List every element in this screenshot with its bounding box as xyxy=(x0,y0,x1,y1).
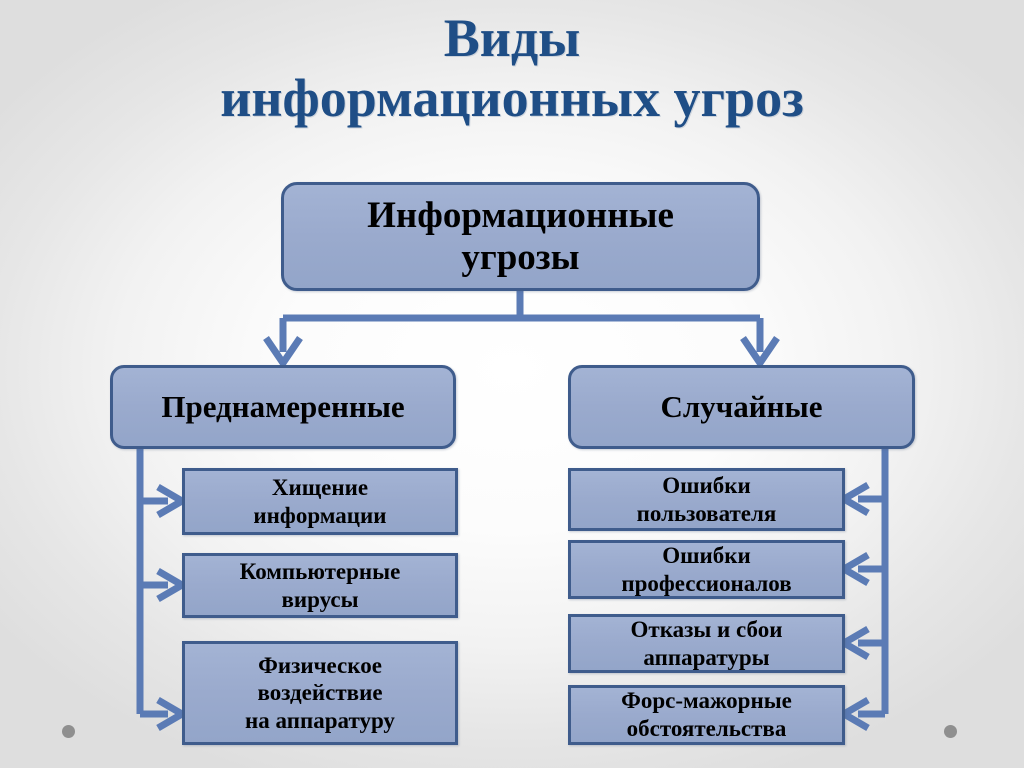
page-title-line-2: информационных угроз xyxy=(220,68,804,129)
node-leaf-information-theft[interactable]: Хищение информации xyxy=(182,468,458,535)
node-label: Хищение информации xyxy=(253,474,387,528)
node-root-information-threats[interactable]: Информационные угрозы xyxy=(281,182,760,291)
node-leaf-equipment-failures[interactable]: Отказы и сбои аппаратуры xyxy=(568,614,845,673)
node-label: Форс-мажорные обстоятельства xyxy=(621,688,792,741)
node-leaf-user-errors[interactable]: Ошибки пользователя xyxy=(568,468,845,531)
decorative-dot-right xyxy=(944,725,957,738)
node-label: Отказы и сбои аппаратуры xyxy=(630,616,783,670)
decorative-dot-left xyxy=(62,725,75,738)
node-label: Информационные угрозы xyxy=(367,195,674,278)
node-leaf-professional-errors[interactable]: Ошибки профессионалов xyxy=(568,540,845,599)
page-title-line-1: Виды xyxy=(443,8,581,68)
page-title: Виды информационных угроз xyxy=(0,8,1024,129)
node-label: Физическое воздействие на аппаратуру xyxy=(245,652,395,733)
node-label: Преднамеренные xyxy=(161,388,405,424)
node-branch-accidental[interactable]: Случайные xyxy=(568,365,915,449)
node-label: Ошибки пользователя xyxy=(636,472,777,526)
node-leaf-physical-impact-on-hardware[interactable]: Физическое воздействие на аппаратуру xyxy=(182,641,458,745)
node-label: Случайные xyxy=(660,388,823,424)
node-label: Компьютерные вирусы xyxy=(239,558,401,612)
node-leaf-force-majeure[interactable]: Форс-мажорные обстоятельства xyxy=(568,685,845,745)
node-branch-intentional[interactable]: Преднамеренные xyxy=(110,365,456,449)
node-leaf-computer-viruses[interactable]: Компьютерные вирусы xyxy=(182,553,458,618)
node-label: Ошибки профессионалов xyxy=(621,542,792,596)
